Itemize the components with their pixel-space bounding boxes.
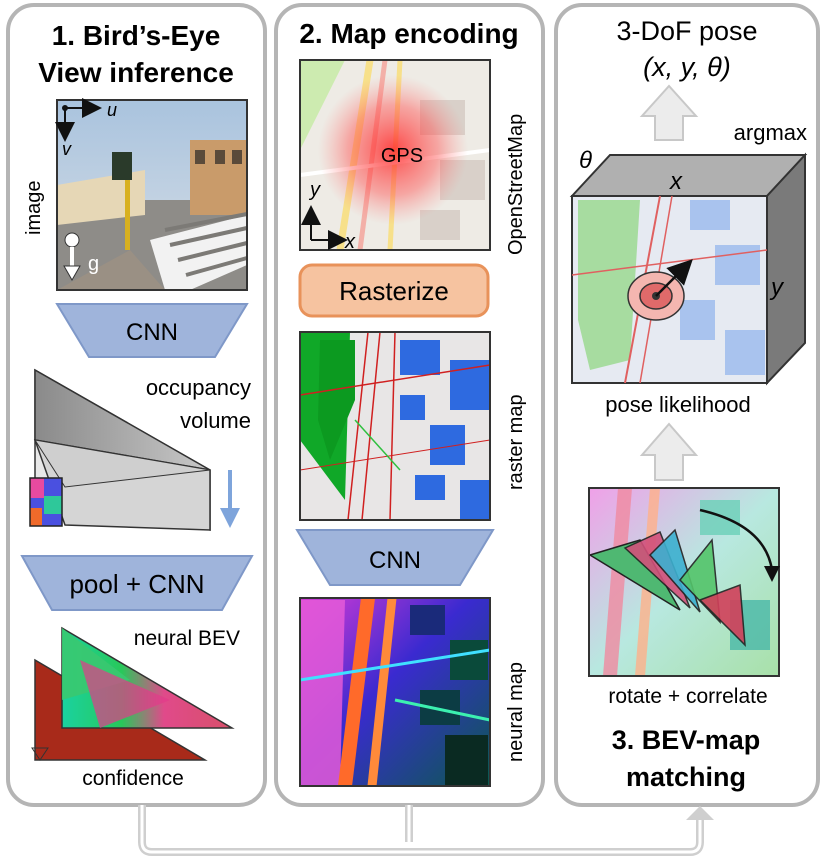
neural-bev-label: neural BEV xyxy=(134,627,240,650)
argmax-arrow xyxy=(639,84,699,141)
map-y-label: y xyxy=(308,179,321,201)
bottom-connector xyxy=(138,805,704,856)
panel-3-title-line1: 3. BEV-map xyxy=(612,725,761,755)
u-axis-label: u xyxy=(107,100,117,120)
neural-map xyxy=(299,597,491,787)
pose-vars: (x, y, θ) xyxy=(643,52,731,82)
neural-map-label: neural map xyxy=(505,662,527,762)
neural-bev-map xyxy=(61,626,235,729)
rasterize-label: Rasterize xyxy=(339,276,449,306)
panel-1-title-line2: View inference xyxy=(38,57,234,88)
cube-y-label: y xyxy=(769,274,785,301)
cnn-label-1: CNN xyxy=(126,319,178,346)
occupancy-line1: occupancy xyxy=(146,375,251,400)
panel-3-frame xyxy=(554,3,820,807)
occupancy-volume xyxy=(29,368,211,531)
pose-title: 3-DoF pose xyxy=(616,16,757,46)
image-label: image xyxy=(23,181,45,235)
gps-label: GPS xyxy=(381,145,423,167)
panel-1-title-line1: 1. Bird’s-Eye xyxy=(52,20,221,51)
pose-likelihood-label: pose likelihood xyxy=(605,392,751,417)
likelihood-up-arrow xyxy=(639,422,699,481)
rotate-correlate-label: rotate + correlate xyxy=(608,685,767,708)
cnn-block-1 xyxy=(55,303,249,358)
panel-3-title-line2: matching xyxy=(626,762,746,792)
cnn-block-2 xyxy=(295,529,495,586)
likelihood-cube xyxy=(569,152,808,386)
osm-label: OpenStreetMap xyxy=(505,114,527,255)
correlation-map xyxy=(588,487,780,677)
pool-cnn-block xyxy=(20,555,254,611)
raster-map xyxy=(299,331,491,521)
street-image xyxy=(56,99,248,291)
cube-theta-label: θ xyxy=(579,147,592,174)
occupancy-line2: volume xyxy=(180,408,251,433)
rotate-arrow xyxy=(699,508,774,571)
gravity-label: g xyxy=(88,253,99,275)
confidence-label: confidence xyxy=(82,767,184,790)
raster-map-label: raster map xyxy=(505,394,527,490)
v-axis-label: v xyxy=(62,139,72,159)
panel-1-frame xyxy=(6,3,267,807)
panel-2-title: 2. Map encoding xyxy=(299,18,518,49)
osm-map xyxy=(299,59,491,251)
gps-glow xyxy=(318,75,468,225)
cnn-label-2: CNN xyxy=(369,547,421,574)
connector-arrowhead xyxy=(686,806,714,820)
map-x-label: x xyxy=(344,231,356,253)
pool-cnn-label: pool + CNN xyxy=(69,569,204,599)
rasterize-button xyxy=(298,263,490,318)
argmax-label: argmax xyxy=(734,120,807,145)
cube-x-label: x xyxy=(669,168,683,195)
